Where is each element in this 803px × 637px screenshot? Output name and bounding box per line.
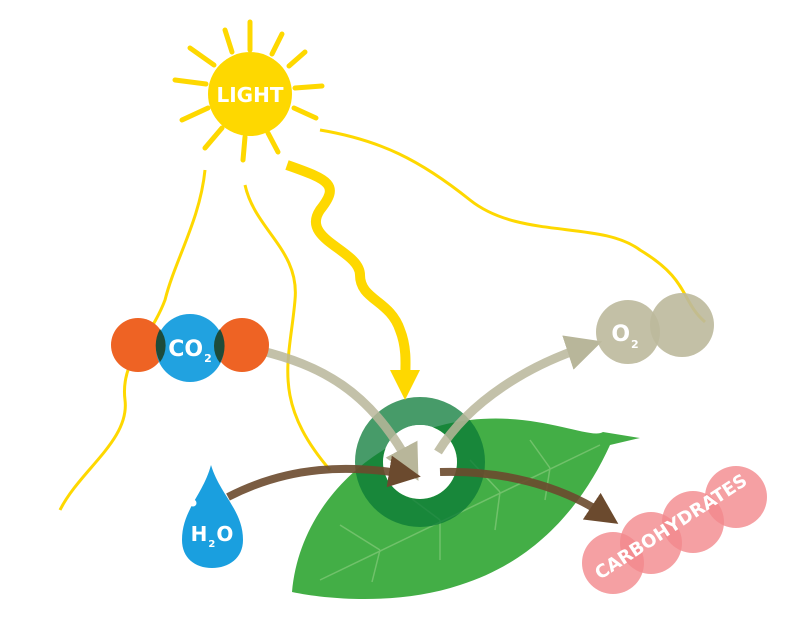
o2-label: O (611, 322, 630, 347)
h2o-h: H (191, 522, 208, 546)
light-beam-arrow (285, 160, 421, 400)
water-arrow (226, 455, 421, 501)
co2-arrow (256, 345, 419, 481)
h2o-o: O (216, 522, 233, 546)
co2-formula: CO2 (168, 337, 212, 365)
water-drop: H2O (182, 465, 243, 568)
co2-label: CO (168, 337, 203, 362)
light-ray (243, 184, 332, 471)
o2-molecule: O2 (596, 293, 714, 364)
carbohydrates-chain: CARBOHYDRATES (582, 466, 767, 594)
light-label: LIGHT (217, 83, 284, 107)
carbohydrates-label: CARBOHYDRATES (591, 470, 751, 584)
o2-subscript: 2 (631, 338, 639, 351)
light-ray (319, 128, 706, 324)
h2o-formula: H2O (191, 522, 234, 550)
h2o-subscript: 2 (208, 539, 215, 550)
co2-molecule: CO2 (111, 314, 269, 382)
o2-arrow (434, 335, 603, 455)
o2-formula: O2 (611, 322, 638, 351)
chloroplast-ring (355, 397, 485, 527)
carbohydrates-arrow (439, 467, 619, 524)
sun (172, 19, 325, 163)
co2-subscript: 2 (204, 352, 212, 365)
